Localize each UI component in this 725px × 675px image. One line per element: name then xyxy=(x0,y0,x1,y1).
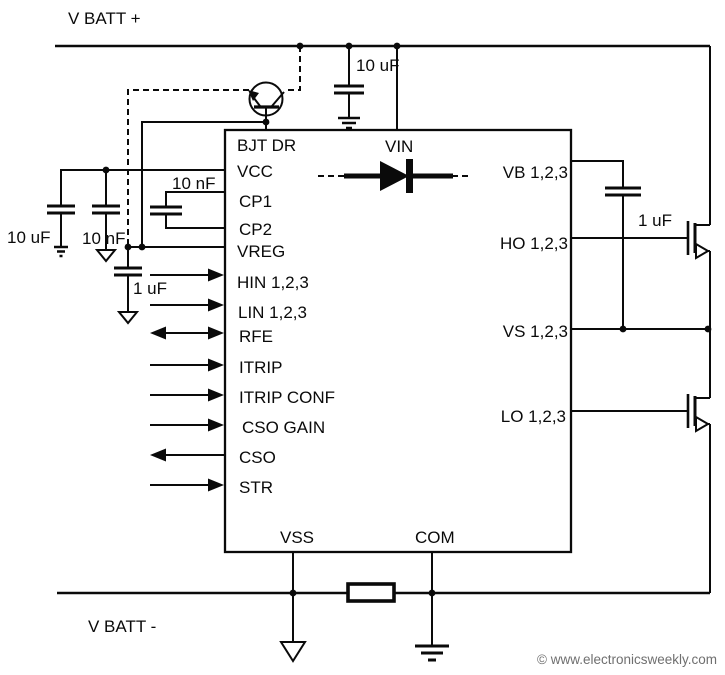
cp1-wire xyxy=(165,191,225,207)
junction-dot xyxy=(428,589,436,597)
capacitor-charge-pump xyxy=(150,191,225,229)
capacitor-top-bulk xyxy=(334,46,364,130)
cap-charge-pump-label: 10 nF xyxy=(172,174,215,193)
junction-dot xyxy=(704,325,712,333)
pin-vreg: VREG xyxy=(237,242,285,261)
cap-bootstrap-label: 1 uF xyxy=(638,211,672,230)
pin-str: STR xyxy=(239,478,273,497)
bjt-collector-dashed-wire xyxy=(284,46,301,91)
capacitor-vreg xyxy=(114,247,142,325)
pin-bjt-dr: BJT DR xyxy=(237,136,296,155)
junction-dot xyxy=(296,42,304,50)
pin-cso: CSO xyxy=(239,448,276,467)
arrow-in-icon xyxy=(208,388,224,402)
mosfet-high-side xyxy=(686,221,710,260)
cap-left-decoupling-label: 10 nF xyxy=(82,229,125,248)
v-batt-minus-label: V BATT - xyxy=(88,617,156,636)
junction-dots xyxy=(102,42,712,597)
arrow-in-icon xyxy=(208,358,224,372)
mosfet-arrow-icon xyxy=(695,415,710,433)
pin-rfe: RFE xyxy=(239,327,273,346)
junction-dot xyxy=(138,243,146,251)
mosfet-arrow-icon xyxy=(695,242,710,260)
vb-wire xyxy=(571,160,624,188)
cap-left-bulk-label: 10 uF xyxy=(7,228,50,247)
pin-vs: VS 1,2,3 xyxy=(503,322,568,341)
pin-lo: LO 1,2,3 xyxy=(501,407,566,426)
ground-triangle-icon xyxy=(116,311,140,325)
ground-earth-icon xyxy=(338,116,360,130)
pin-lin: LIN 1,2,3 xyxy=(238,303,307,322)
v-batt-plus-label: V BATT + xyxy=(68,9,141,28)
bjt-emitter-dashed-wire xyxy=(127,89,249,247)
cap-vreg-label: 1 uF xyxy=(133,279,167,298)
junction-dot xyxy=(619,325,627,333)
pin-vb: VB 1,2,3 xyxy=(503,163,568,182)
arrow-in-icon xyxy=(208,298,224,312)
arrow-in-icon xyxy=(208,418,224,432)
junction-dot xyxy=(262,118,270,126)
diode-icon xyxy=(380,161,409,191)
pin-itrip: ITRIP xyxy=(239,358,282,377)
junction-dot xyxy=(124,243,132,251)
junction-dot xyxy=(289,589,297,597)
gate-driver-ic-body xyxy=(223,128,573,554)
junction-dot xyxy=(102,166,110,174)
pin-hin: HIN 1,2,3 xyxy=(237,273,309,292)
mosfet-low-side xyxy=(686,394,710,433)
vcc-wire xyxy=(60,169,225,206)
cp2-wire xyxy=(165,214,225,229)
bjt-emitter-arrow xyxy=(248,90,259,101)
pin-vcc: VCC xyxy=(237,162,273,181)
pin-vss: VSS xyxy=(280,528,314,547)
capacitor-left-decoupling xyxy=(92,170,120,263)
junction-dot xyxy=(345,42,353,50)
ground-triangle-icon xyxy=(279,641,307,663)
pin-cp2: CP2 xyxy=(239,220,272,239)
arrow-in-icon xyxy=(208,326,224,340)
cap-top-bulk-label: 10 uF xyxy=(356,56,399,75)
bjt-dr-to-vreg-wire xyxy=(141,121,266,247)
pin-cp1: CP1 xyxy=(239,192,272,211)
capacitor-bootstrap xyxy=(605,186,641,329)
shunt-resistor-icon xyxy=(346,582,396,603)
junction-dot xyxy=(393,42,401,50)
external-bjt xyxy=(127,46,301,247)
arrow-in-icon xyxy=(208,268,224,282)
ground-earth-icon xyxy=(54,245,68,258)
pin-cso-gain: CSO GAIN xyxy=(242,418,325,437)
arrow-in-icon xyxy=(208,478,224,492)
pin-ho: HO 1,2,3 xyxy=(500,234,568,253)
capacitor-left-bulk xyxy=(47,204,75,258)
ground-triangle-icon xyxy=(94,249,118,263)
pin-vin: VIN xyxy=(385,137,413,156)
input-arrow-lines xyxy=(150,274,209,486)
internal-diode xyxy=(318,159,472,193)
arrow-out-icon xyxy=(150,448,166,462)
pin-itrip-conf: ITRIP CONF xyxy=(239,388,335,407)
signal-arrows xyxy=(150,268,225,492)
bjt-collector-lead xyxy=(271,91,285,107)
pin-com: COM xyxy=(415,528,455,547)
diode-cathode-bar xyxy=(406,159,413,193)
arrow-out-icon xyxy=(150,326,166,340)
watermark: © www.electronicsweekly.com xyxy=(537,652,717,667)
ground-earth-icon xyxy=(415,644,449,662)
